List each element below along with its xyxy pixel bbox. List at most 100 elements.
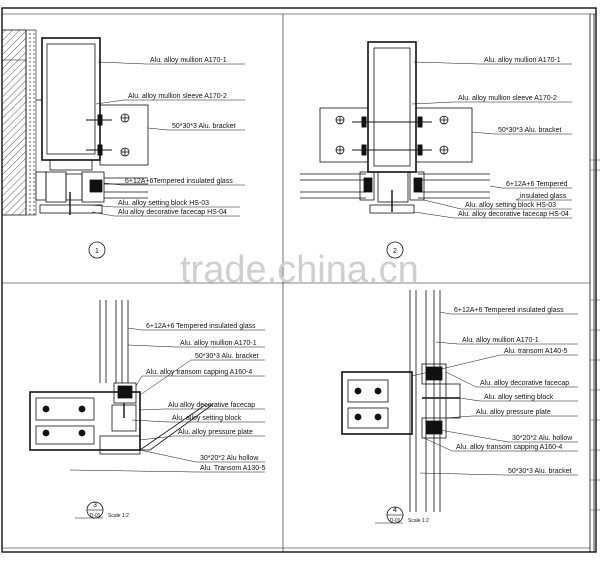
component-label: Alu. alloy setting block	[172, 415, 242, 422]
component-label: Alu. alloy mullion A170-1	[150, 57, 227, 64]
component-label: Alu. alloy setting block	[484, 394, 554, 401]
leader-line	[91, 211, 240, 217]
component-label: Alu. Transom A130-5	[200, 465, 265, 472]
component-label: 6+12A+6 Tempered insulated glass	[146, 323, 256, 330]
transom-profile	[29, 391, 141, 455]
bolts-2	[352, 116, 432, 156]
mullion-profile	[36, 37, 101, 171]
leader-line	[419, 472, 578, 476]
component-label: Alu. alloy pressure plate	[476, 409, 551, 416]
leader-line	[515, 197, 572, 201]
component-label: 6+12A+6 Tempered	[506, 181, 567, 188]
component-label: Alu. alloy transom capping A160-4	[146, 369, 252, 376]
leader-line	[423, 199, 572, 210]
setting-blocks-4	[421, 363, 461, 439]
scale-label-4: Scale 1:2	[408, 518, 429, 524]
leader-line	[89, 204, 240, 208]
component-label: 50*30*3 Alu. bracket	[195, 353, 258, 360]
leader-line	[139, 359, 265, 396]
transom-profile-4	[341, 371, 413, 435]
detail-number-4: 4	[393, 507, 397, 514]
leader-line	[103, 182, 245, 186]
leader-line	[489, 185, 572, 189]
leader-line	[139, 449, 265, 463]
bracket-plate-right	[415, 107, 473, 163]
component-label: Alu. alloy mullion A170-1	[484, 57, 561, 64]
leader-line	[445, 415, 578, 419]
glass-joint-2	[300, 171, 490, 214]
section-marker-1: 1	[88, 241, 106, 259]
component-label: 50*30*3 Alu. bracket	[172, 123, 235, 130]
leader-line	[439, 429, 578, 443]
title-block-ticks	[590, 159, 600, 511]
component-label: Alu. alloy mullion sleeve A170-2	[128, 93, 227, 100]
leader-line	[127, 327, 265, 331]
glass-joint	[35, 171, 148, 215]
sheet-frame	[1, 7, 597, 553]
component-label: Alu. alloy setting block HS-03	[118, 200, 209, 207]
detail-number-3: 3	[93, 502, 97, 509]
leader-line	[411, 354, 578, 377]
section-marker-4: 4 D-01 Scale 1:2	[375, 506, 429, 524]
leader-line	[423, 437, 578, 452]
bolts	[86, 114, 112, 156]
glass-lines-vertical	[99, 300, 129, 383]
detail-3: 3 D-01 Scale 1:2	[29, 300, 214, 519]
detail-1	[1, 29, 149, 216]
leader-line	[459, 397, 578, 402]
leader-line	[95, 99, 245, 105]
component-label: 30*20*2 Alu hollow	[200, 455, 259, 462]
leader-line	[413, 61, 572, 65]
component-label: 6+12A+6Tempered insulated glass	[125, 178, 233, 185]
component-label: 6+12A+6 Tempered insulated glass	[454, 307, 564, 314]
component-label: Alu. alloy decorative facecap HS-04	[458, 211, 569, 218]
glass-cut-3	[138, 404, 214, 451]
component-label: 50*30*3 Alu. bracket	[498, 127, 561, 134]
component-label: Alu. alloy transom capping A160-4	[456, 444, 562, 451]
leader-line	[69, 469, 265, 473]
component-label: Alu alloy decorative facecap HS-04	[118, 209, 227, 216]
wall-section	[1, 29, 37, 216]
bolts-3	[42, 405, 86, 437]
leader-line	[435, 341, 578, 345]
component-label: Alu. alloy mullion A170-1	[462, 337, 539, 344]
leader-line	[139, 435, 265, 441]
detail-number-1: 1	[95, 248, 99, 255]
glass-lines-vertical-4	[409, 290, 441, 512]
scale-label-3: Scale 1:2	[108, 513, 129, 519]
leader-line	[147, 127, 245, 131]
component-label: Alu. transom A140-5	[504, 348, 568, 355]
leader-line	[445, 371, 578, 388]
leader-line	[131, 419, 265, 423]
component-label: Alu. alloy mullion A170-1	[180, 340, 257, 347]
detail-number-2: 2	[393, 248, 397, 255]
section-marker-3: 3 D-01 Scale 1:2	[75, 501, 129, 519]
component-label: Alu. alloy pressure plate	[178, 429, 253, 436]
watermark: trade.china.cn	[180, 249, 419, 291]
leader-line	[135, 375, 265, 387]
section-marker-2: 2	[386, 241, 404, 259]
bracket-plate-left	[319, 107, 369, 163]
leader-line	[471, 131, 572, 135]
detail-code-4: D-01	[390, 518, 401, 524]
detail-2	[300, 41, 490, 214]
component-label: insulated glass	[520, 193, 567, 200]
mullion-profile-2	[367, 41, 417, 173]
bracket-plate	[99, 104, 149, 166]
leader-line	[139, 408, 265, 411]
setting-block-3	[111, 382, 137, 432]
leader-line	[127, 344, 265, 348]
component-label: Alu. alloy decorative facecap	[480, 380, 569, 387]
detail-code-3: D-01	[90, 513, 101, 519]
bolts-4	[354, 387, 460, 421]
leader-line	[411, 101, 572, 105]
leader-line	[413, 211, 572, 219]
component-label: 30*20*2 Alu. hollow	[512, 435, 573, 442]
leader-line	[439, 311, 578, 315]
detail-4: 4 D-01 Scale 1:2	[341, 290, 461, 524]
component-label: Alu alloy decorative facecap	[168, 402, 255, 409]
component-label: Alu. alloy mullion sleeve A170-2	[458, 95, 557, 102]
leader-line	[97, 61, 245, 65]
